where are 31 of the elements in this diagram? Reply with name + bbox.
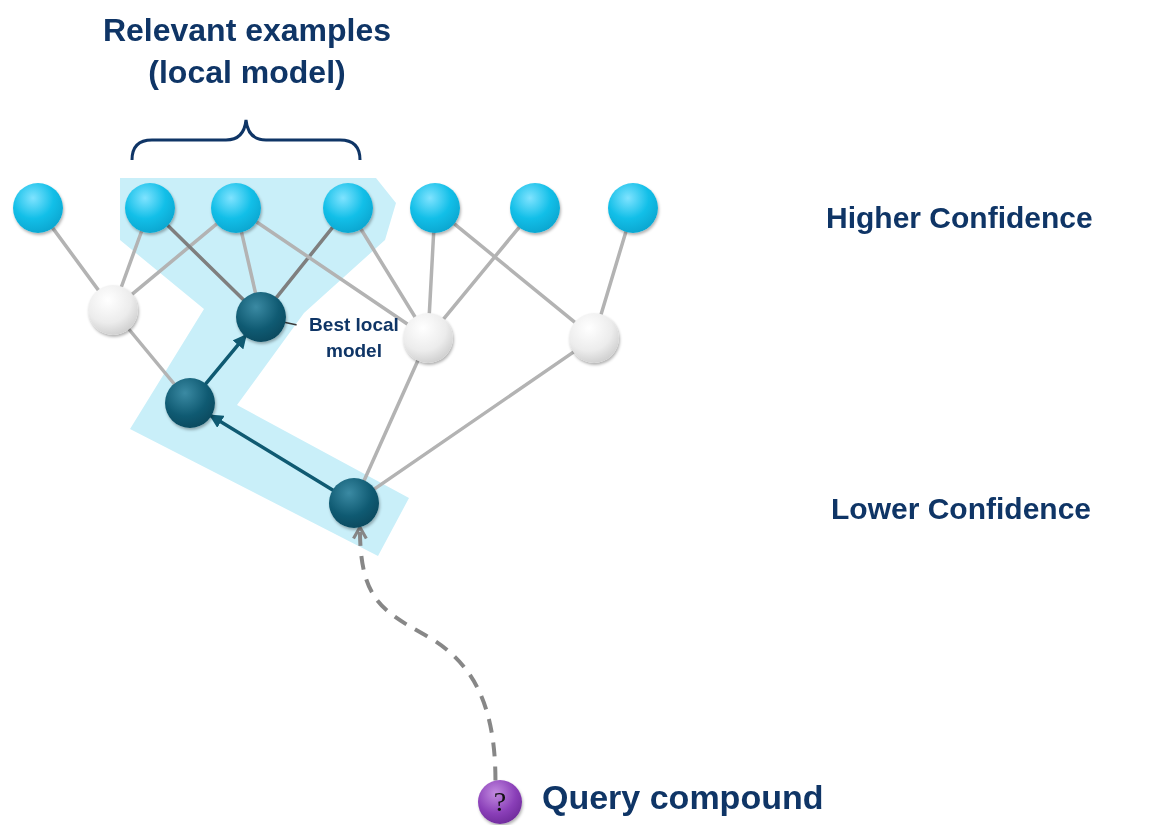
connector-line [599, 230, 628, 316]
arrow [208, 414, 335, 492]
connector-line [427, 231, 436, 315]
model-circle [88, 285, 138, 335]
arrow [352, 525, 498, 781]
model-circle [403, 313, 453, 363]
example-circle [13, 183, 63, 233]
connector-line [127, 327, 176, 386]
annotation-text: Higher Confidence [826, 201, 1093, 235]
node-caption: Query compound [542, 778, 824, 817]
arrow [204, 334, 247, 386]
node-label: Best local model [296, 312, 412, 364]
leader-line [284, 321, 297, 326]
annotation-text: Relevant examples (local model) [101, 11, 393, 92]
connector-line [130, 222, 219, 296]
example-circle [410, 183, 460, 233]
connector-line [274, 225, 335, 300]
connector-line [51, 226, 100, 292]
query-circle: ? [478, 780, 522, 824]
connector-line [239, 230, 258, 295]
connector-line [372, 350, 576, 491]
connector-line [166, 223, 245, 302]
connector-line [362, 359, 420, 482]
connector-line [452, 222, 577, 324]
connector-line [442, 225, 521, 321]
annotation-text: Lower Confidence [831, 492, 1092, 526]
example-circle [608, 183, 658, 233]
model-circle [569, 313, 619, 363]
connector-line [359, 227, 417, 319]
connector-line [254, 220, 410, 326]
example-circle [510, 183, 560, 233]
